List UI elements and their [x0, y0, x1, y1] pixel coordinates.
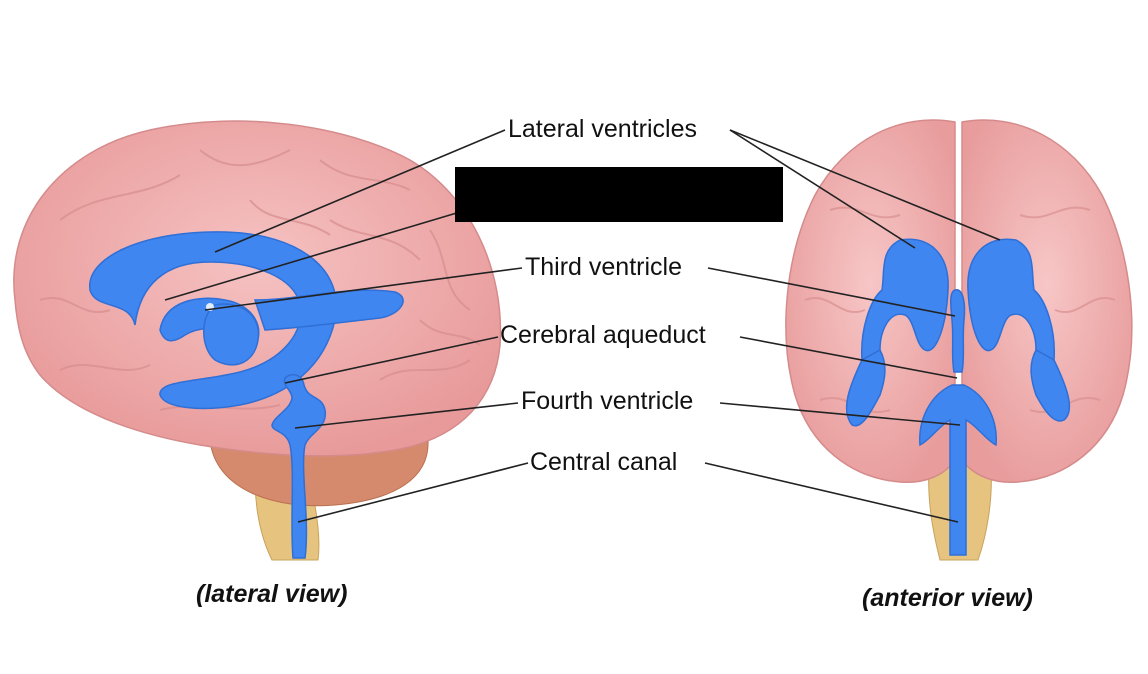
leader-fourth-ventricle-right — [719, 402, 961, 426]
lateral-brain — [13, 120, 502, 561]
label-fourth-ventricle: Fourth ventricle — [521, 387, 694, 415]
anterior-left-lateral-ventricle — [861, 238, 949, 362]
leader-fourth-ventricle-left — [294, 402, 519, 429]
anterior-right-lateral-ventricle — [967, 238, 1055, 362]
label-central-canal: Central canal — [530, 448, 678, 476]
redacted-label-box — [455, 167, 783, 222]
caption-anterior-view: (anterior view) — [862, 584, 1033, 612]
lateral-ventricle-body — [89, 231, 338, 410]
label-lateral-ventricles: Lateral ventricles — [508, 115, 697, 143]
leader-central-canal-right — [704, 462, 959, 523]
anterior-left-temporal-horn — [845, 348, 886, 427]
anterior-right-temporal-horn — [1030, 348, 1071, 422]
anterior-third-ventricle — [950, 289, 966, 373]
leader-cerebral-aqueduct-right — [739, 336, 958, 379]
leader-redacted-label — [164, 211, 461, 301]
label-cerebral-aqueduct: Cerebral aqueduct — [500, 321, 706, 349]
anterior-ventricle-system — [845, 238, 1071, 556]
lateral-cerebrum — [13, 120, 502, 457]
leader-cerebral-aqueduct-left — [284, 336, 499, 384]
leader-third-ventricle-left — [204, 267, 523, 311]
anterior-left-hemisphere — [785, 119, 956, 484]
label-third-ventricle: Third ventricle — [525, 253, 682, 281]
caption-lateral-view: (lateral view) — [196, 580, 348, 608]
leader-lines — [164, 129, 1001, 523]
leader-third-ventricle-right — [707, 267, 956, 317]
leader-lateral-ventricles-right-2 — [729, 129, 1001, 241]
leader-central-canal-left — [297, 462, 529, 523]
lateral-third-ventricle — [203, 303, 260, 366]
lateral-ventricle-system — [89, 231, 404, 559]
leader-lateral-ventricles-right-1 — [729, 129, 916, 249]
lateral-aqueduct-fourth — [271, 373, 326, 559]
anterior-brain — [785, 119, 1133, 561]
anterior-fourth-ventricle — [919, 384, 997, 556]
leader-lateral-ventricles-left — [214, 129, 506, 253]
